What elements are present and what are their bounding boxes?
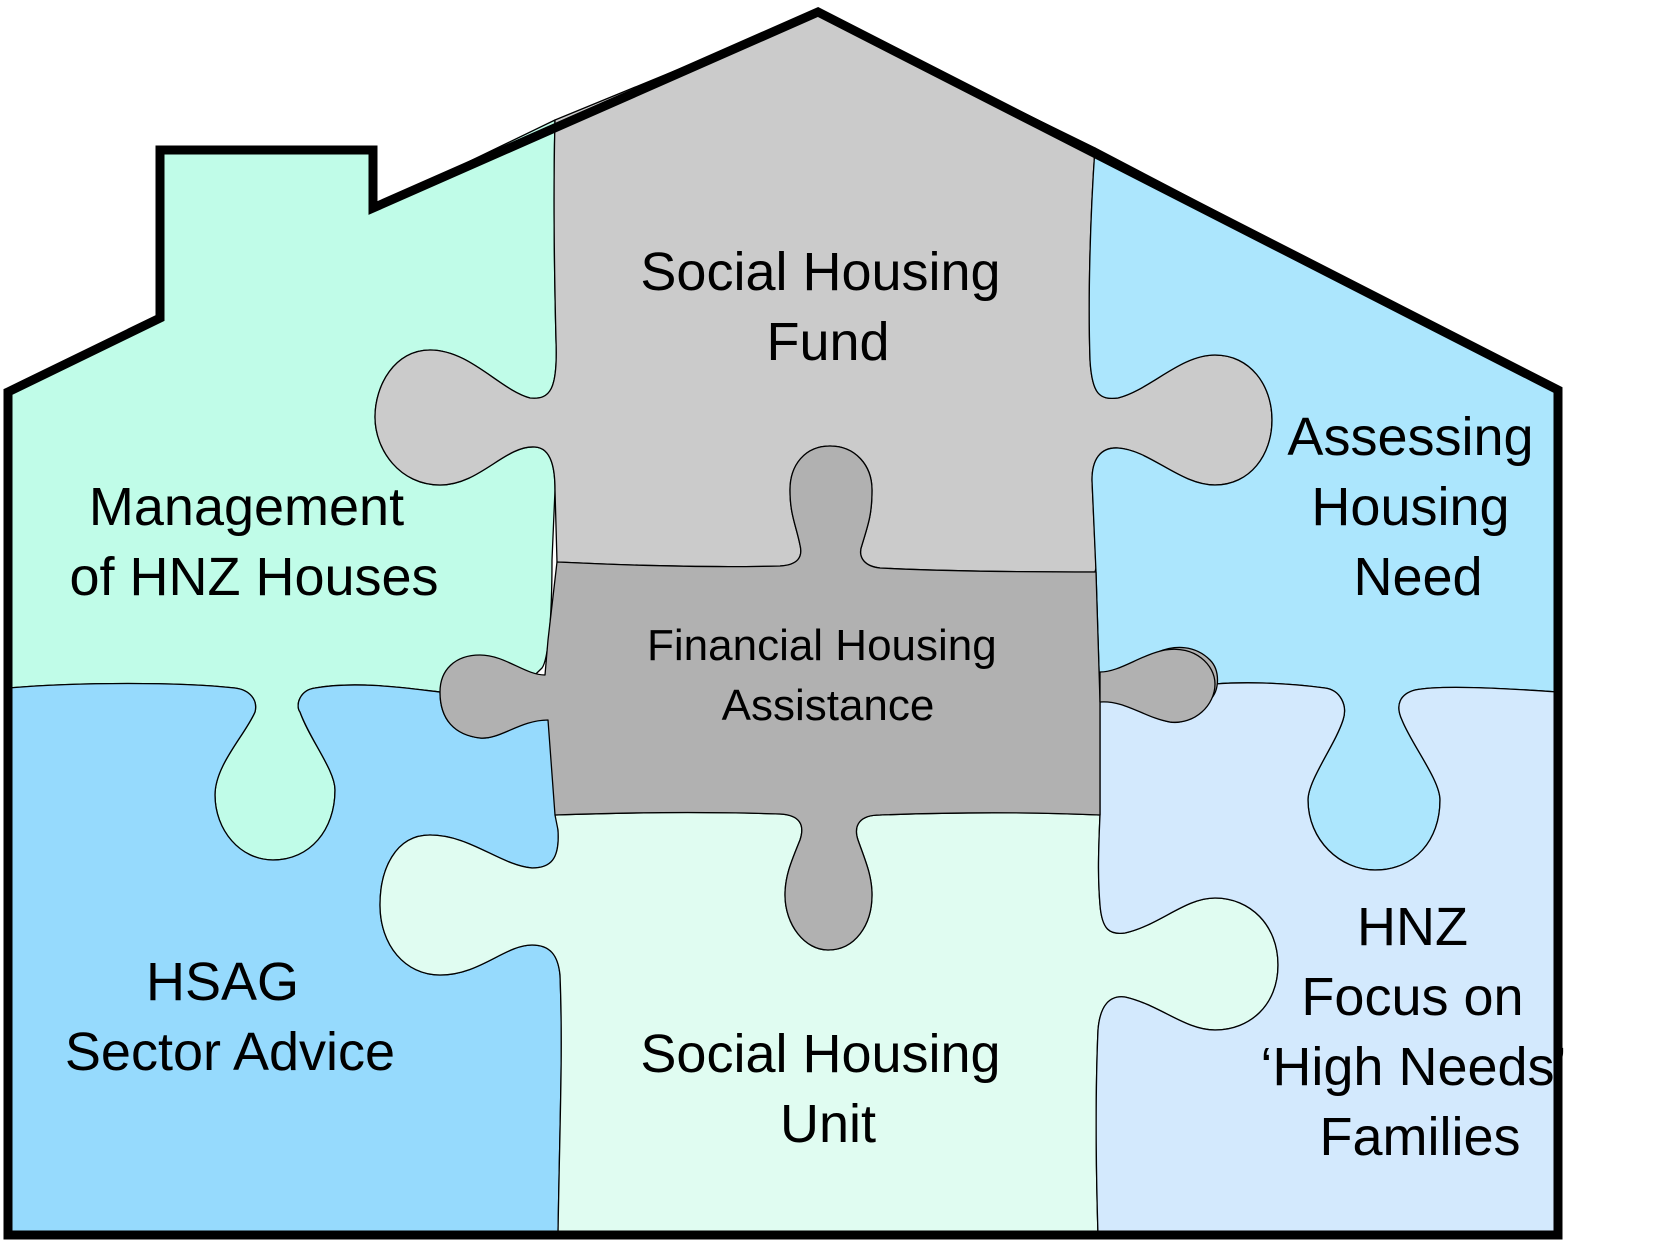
financial-right-knob <box>1099 648 1216 723</box>
label-social-housing-fund: Social Housing Fund <box>640 242 1015 372</box>
house-outline <box>3 7 1563 1240</box>
label-social-housing-unit: Social Housing Unit <box>640 1024 1015 1154</box>
label-hsag-sector-advice: HSAG Sector Advice <box>65 952 395 1082</box>
piece-hnz-high-needs <box>1095 682 1559 1236</box>
label-management: Management of HNZ Houses <box>69 477 438 607</box>
label-financial-housing-assistance: Financial Housing Assistance <box>647 621 1009 730</box>
label-assessing-housing-need: Assessing Housing Need <box>1287 407 1548 607</box>
label-hnz-high-needs: HNZ Focus on ‘High Needs’ Families <box>1260 897 1579 1167</box>
